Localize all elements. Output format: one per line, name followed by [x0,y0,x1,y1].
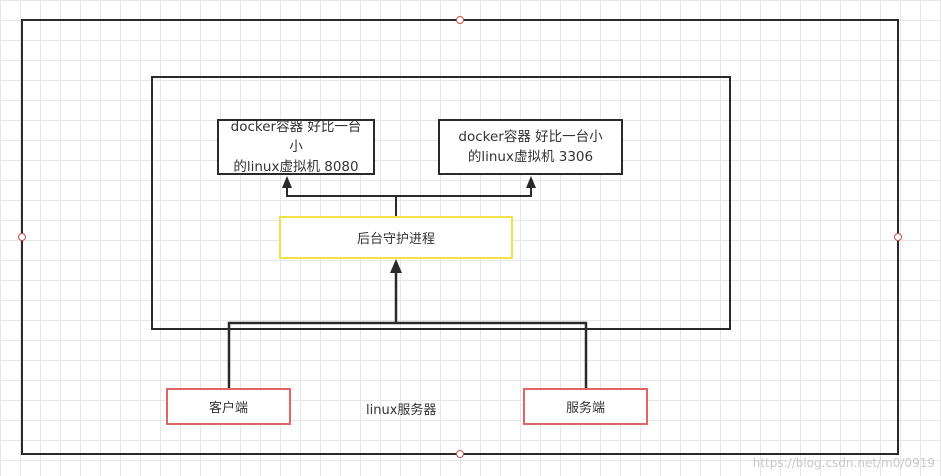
docker-container-3306-line2: 的linux虚拟机 3306 [467,149,594,165]
resize-handle-bottom[interactable] [456,450,464,458]
resize-handle-right[interactable] [894,233,902,241]
daemon-arrowhead [390,259,402,273]
docker-container-8080[interactable]: docker容器 好比一台小 的linux虚拟机 8080 [217,119,375,175]
docker-container-3306-line1: docker容器 好比一台小 [458,129,603,145]
resize-handle-top[interactable] [456,16,464,24]
docker-container-3306[interactable]: docker容器 好比一台小 的linux虚拟机 3306 [438,119,623,175]
docker-host-frame[interactable] [151,76,731,330]
server-box[interactable]: 服务端 [523,388,648,425]
daemon-process-box[interactable]: 后台守护进程 [279,216,513,259]
daemon-process-label: 后台守护进程 [356,232,435,247]
docker-container-8080-text: docker容器 好比一台小 的linux虚拟机 8080 [225,117,367,177]
daemon-to-container-2 [396,186,532,197]
server-connector [396,321,588,388]
docker-container-3306-text: docker容器 好比一台小 的linux虚拟机 3306 [458,127,602,167]
client-connector [227,321,396,388]
docker-container-8080-line2: 的linux虚拟机 8080 [233,159,359,175]
container-2-arrowhead [526,176,536,188]
watermark-text: https://blog.csdn.net/m0/0919 [752,456,935,470]
linux-server-label: linux服务器 [366,403,437,418]
server-label: 服务端 [565,401,605,416]
docker-container-8080-line1: docker容器 好比一台小 [230,119,362,155]
daemon-to-container-1 [286,186,396,197]
resize-handle-left[interactable] [18,233,26,241]
client-box[interactable]: 客户端 [166,388,291,425]
container-1-arrowhead [282,176,292,188]
client-label: 客户端 [208,401,248,416]
